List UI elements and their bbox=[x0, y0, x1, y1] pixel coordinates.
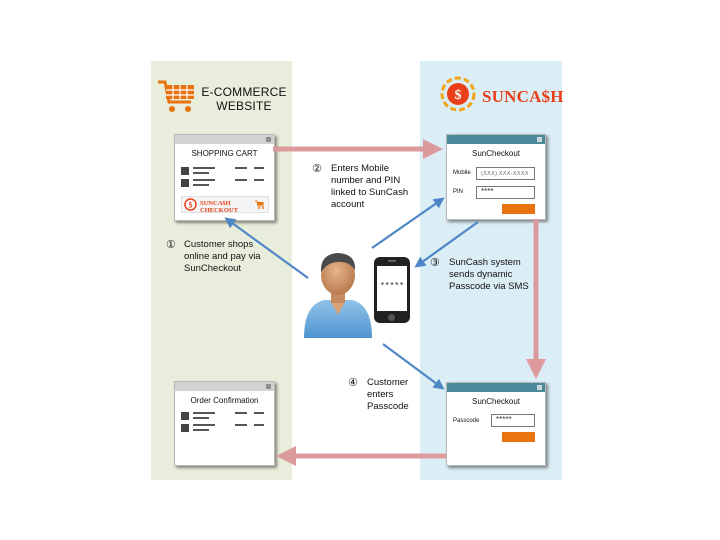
step-4-number: ④ bbox=[348, 377, 358, 389]
mobile-label: Mobile bbox=[453, 170, 471, 176]
ecommerce-title: E-COMMERCE WEBSITE bbox=[201, 85, 287, 113]
cart-icon bbox=[255, 200, 264, 209]
suncash-logo-icon: $ bbox=[184, 198, 197, 211]
order-item-line bbox=[254, 412, 264, 414]
suncash-logo-text: SUNCA$H bbox=[482, 87, 564, 106]
cart-item-line bbox=[193, 179, 215, 181]
order-confirmation-window: Order Confirmation bbox=[174, 381, 275, 466]
suncash-checkout-button[interactable]: $ SUNCA$H CHECKOUT bbox=[181, 196, 269, 214]
mobile-phone-icon: ***** bbox=[374, 257, 410, 323]
order-item-thumbnail bbox=[181, 424, 189, 432]
cart-item-thumbnail bbox=[181, 167, 189, 175]
step-3-text: SunCash system sends dynamic Passcode vi… bbox=[449, 257, 529, 292]
cart-item-line bbox=[254, 179, 264, 181]
pin-input[interactable]: **** bbox=[476, 186, 535, 199]
order-item-line bbox=[235, 424, 247, 426]
step-2-number: ② bbox=[312, 163, 322, 175]
suncheckout-title: SunCheckout bbox=[471, 149, 521, 158]
checkout-button-label: SUNCA$H CHECKOUT bbox=[200, 200, 238, 214]
cart-item-thumbnail bbox=[181, 179, 189, 187]
phone-passcode-text: ***** bbox=[379, 282, 404, 291]
step-2-text: Enters Mobile number and PIN linked to S… bbox=[331, 163, 409, 210]
suncheckout-title: SunCheckout bbox=[471, 397, 521, 406]
order-item-line bbox=[193, 417, 209, 419]
step-3-number: ③ bbox=[430, 257, 440, 269]
cart-item-line bbox=[193, 172, 209, 174]
phone-screen: ***** bbox=[377, 266, 407, 311]
step-1-number: ① bbox=[166, 239, 176, 251]
order-item-line bbox=[193, 412, 215, 414]
order-item-line bbox=[193, 424, 215, 426]
confirm-button[interactable] bbox=[502, 432, 535, 442]
customer-icon bbox=[304, 253, 372, 338]
pin-label: PIN bbox=[453, 189, 464, 195]
step-4-text: Customer enters Passcode bbox=[367, 377, 409, 412]
arrow-system-to-phone bbox=[414, 221, 479, 268]
order-item-line bbox=[235, 412, 247, 414]
order-item-line bbox=[193, 429, 209, 431]
cart-item-line bbox=[254, 167, 264, 169]
passcode-label: Passcode bbox=[453, 418, 480, 424]
arrow-customer-to-checkout bbox=[371, 197, 445, 249]
mobile-input[interactable] bbox=[476, 167, 535, 180]
cart-item-line bbox=[235, 167, 247, 169]
step-1-text: Customer shops online and pay via SunChe… bbox=[184, 239, 261, 274]
shopping-cart-icon bbox=[158, 80, 194, 112]
close-icon[interactable] bbox=[537, 385, 542, 390]
order-item-thumbnail bbox=[181, 412, 189, 420]
suncash-logo-icon: $ bbox=[440, 76, 476, 112]
close-icon[interactable] bbox=[266, 137, 271, 142]
order-confirmation-title: Order Confirmation bbox=[190, 396, 259, 405]
passcode-input[interactable]: ***** bbox=[491, 414, 535, 427]
speaker-icon bbox=[388, 260, 396, 262]
close-icon[interactable] bbox=[266, 384, 271, 389]
shopping-cart-title: SHOPPING CART bbox=[191, 149, 258, 158]
arrow-customer-to-cart bbox=[224, 217, 309, 279]
submit-button[interactable] bbox=[502, 204, 535, 214]
arrow-customer-to-passcode bbox=[382, 343, 445, 390]
close-icon[interactable] bbox=[537, 137, 542, 142]
order-item-line bbox=[254, 424, 264, 426]
svg-text:$: $ bbox=[189, 201, 193, 210]
home-button-icon bbox=[388, 314, 395, 321]
cart-item-line bbox=[193, 167, 215, 169]
svg-text:$: $ bbox=[455, 88, 462, 103]
cart-item-line bbox=[235, 179, 247, 181]
cart-item-line bbox=[193, 184, 209, 186]
